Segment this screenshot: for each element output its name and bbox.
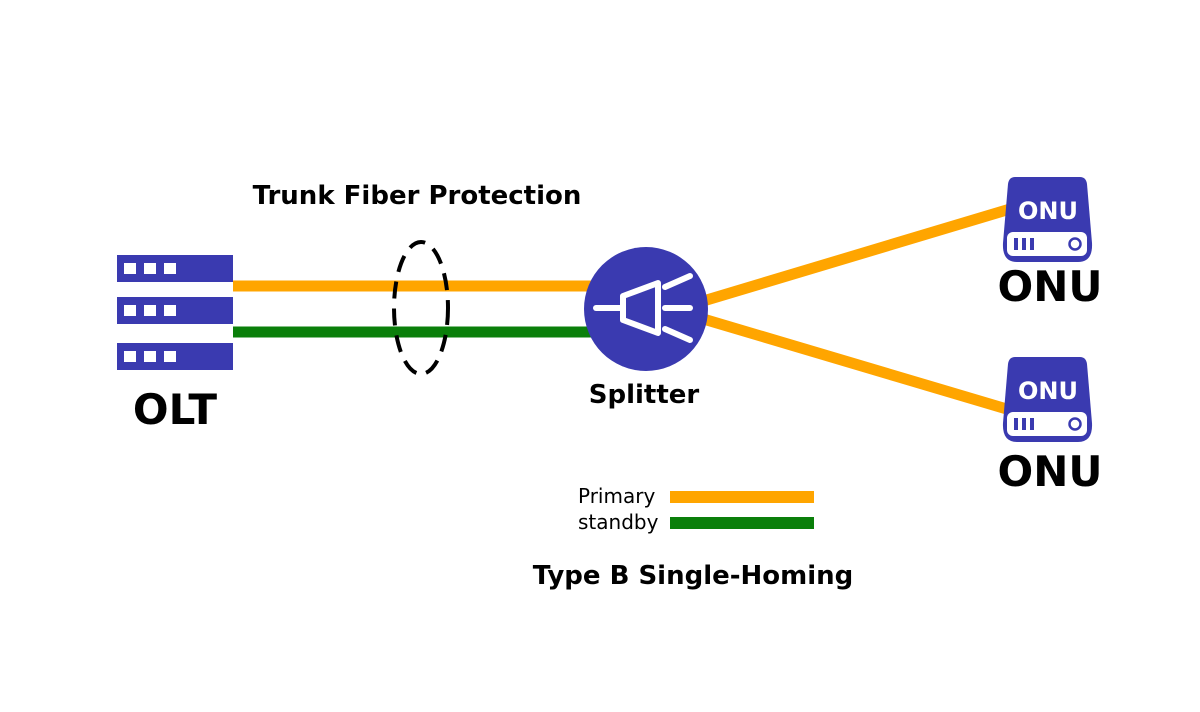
primary-drop-fiber-2 [698, 312, 1012, 416]
legend-swatch-primary [670, 491, 814, 503]
onu-label-1: ONU [998, 262, 1103, 311]
onu-device-2[interactable]: ONU [1002, 357, 1093, 442]
splitter-icon [593, 273, 693, 343]
splitter-label: Splitter [589, 380, 700, 410]
protection-ellipse [392, 240, 450, 376]
onu-badge-1: ONU [1018, 197, 1078, 225]
diagram-caption: Type B Single-Homing [533, 561, 854, 591]
primary-drop-fiber-1 [698, 203, 1012, 308]
onu-device-icon [1002, 177, 1093, 262]
diagram-title: Trunk Fiber Protection [253, 181, 582, 211]
onu-badge-2: ONU [1018, 377, 1078, 405]
legend-label-primary: Primary [578, 484, 655, 508]
splitter-node[interactable] [584, 247, 708, 371]
olt-device[interactable] [117, 255, 233, 370]
onu-label-2: ONU [998, 447, 1103, 496]
onu-device-icon [1002, 357, 1093, 442]
onu-device-1[interactable]: ONU [1002, 177, 1093, 262]
legend-swatch-standby [670, 517, 814, 529]
server-rack-icon [117, 255, 233, 370]
olt-label: OLT [133, 385, 218, 434]
legend-label-standby: standby [578, 510, 659, 534]
legend: Primary standby [578, 484, 814, 534]
